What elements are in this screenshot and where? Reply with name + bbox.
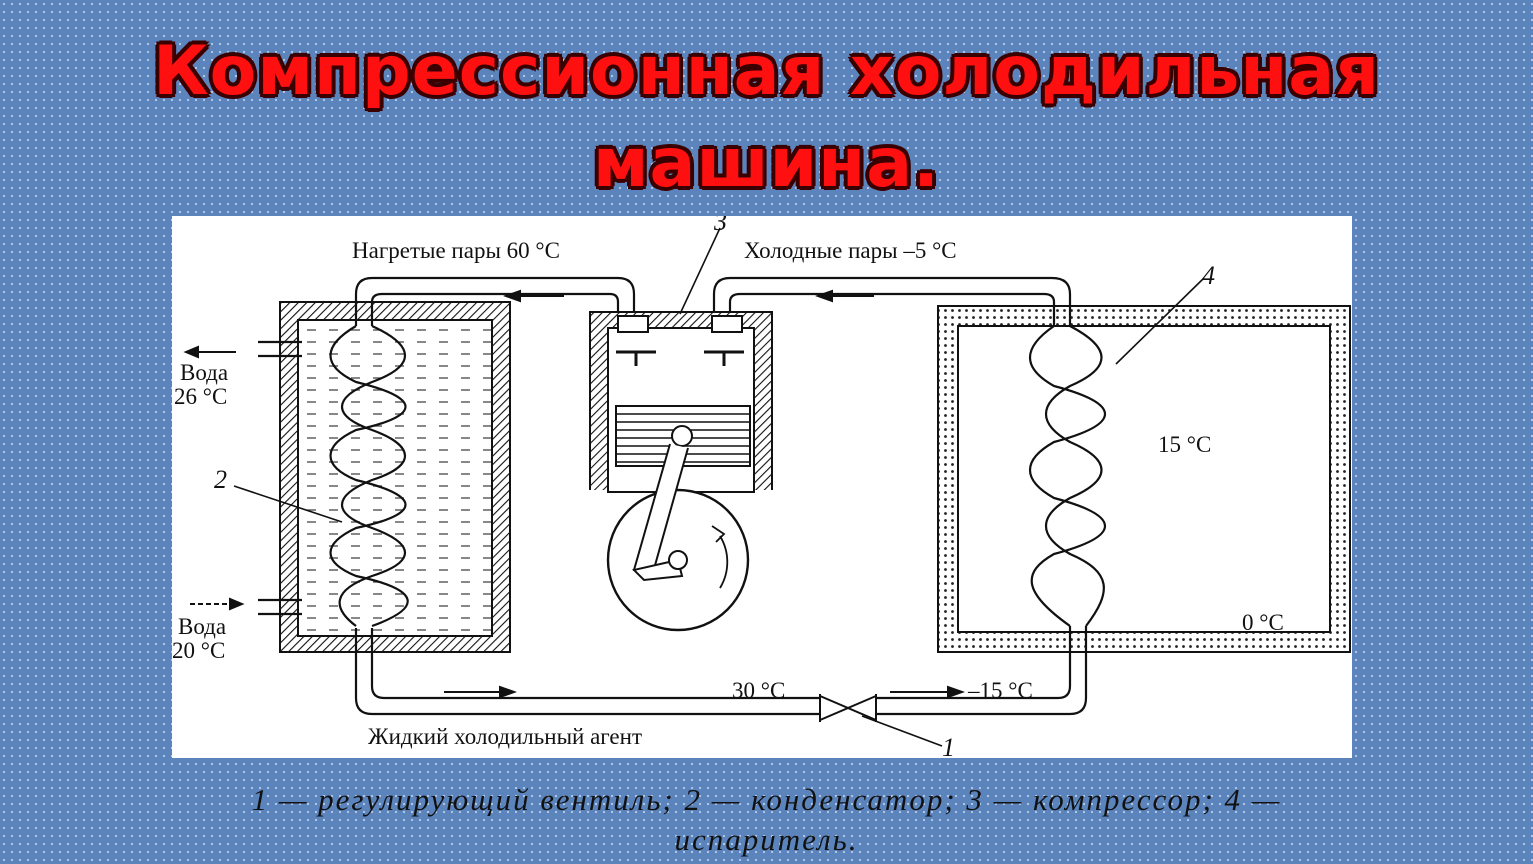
liquid-agent-label: Жидкий холодильный агент [368,724,642,749]
chamber-temp-bottom: 0 °С [1242,610,1284,635]
compressor [589,311,773,632]
marker-2: 2 [214,465,227,494]
diagram-panel: Нагретые пары 60 °С Холодные пары –5 °С … [172,216,1352,758]
refrigeration-diagram: Нагретые пары 60 °С Холодные пары –5 °С … [172,216,1351,758]
water-out-label: Вода [180,360,228,385]
condenser-box [279,301,511,653]
title-line-2: машина. [592,124,941,203]
caption-line-2: испаритель. [674,822,859,857]
caption: 1 — регулирующий вентиль; 2 — конденсато… [40,780,1493,860]
evaporator-box [937,305,1351,653]
water-out-temp: 26 °С [174,384,227,409]
valve [819,694,877,722]
refrigerant-pipe [354,276,1088,716]
marker-3: 3 [713,216,727,236]
evaporator-coil [1028,325,1106,627]
water-arrows [183,345,245,611]
water-in-temp: 20 °С [172,638,225,663]
title-line-1: Компрессионная холодильная [153,32,1380,111]
leader-lines [233,227,1205,747]
after-valve-temp-label: –15 °С [967,678,1033,703]
marker-4: 4 [1202,261,1215,290]
water-pipes [258,340,302,616]
marker-1: 1 [942,733,955,758]
flow-arrows [444,289,965,699]
liquid-temp-label: 30 °С [732,678,785,703]
condenser-coil [329,324,409,628]
cold-vapor-label: Холодные пары –5 °С [744,238,957,263]
hot-vapor-label: Нагретые пары 60 °С [352,238,560,263]
chamber-temp-top: 15 °С [1158,432,1211,457]
water-in-label: Вода [178,614,226,639]
caption-line-1: 1 — регулирующий вентиль; 2 — конденсато… [251,782,1282,817]
